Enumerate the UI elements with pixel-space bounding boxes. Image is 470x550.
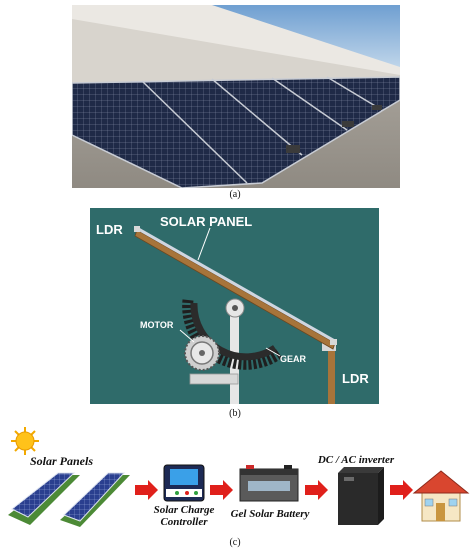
solar-panel-label: SOLAR PANEL	[160, 214, 252, 229]
arrow-icon	[390, 480, 413, 500]
inverter-icon	[338, 467, 384, 525]
solar-panels-label: Solar Panels	[30, 454, 93, 468]
motor-label: MOTOR	[140, 320, 174, 330]
ldr-left-label: LDR	[96, 222, 123, 237]
charge-controller-label-2: Controller	[160, 516, 208, 528]
tracker-diagram: LDR SOLAR PANEL MOTOR GEAR LDR	[90, 208, 379, 404]
arrow-icon	[210, 480, 233, 500]
battery-icon	[239, 465, 299, 502]
caption-c: (c)	[229, 537, 241, 548]
solar-panel-icon	[8, 472, 130, 527]
charge-controller-label-1: Solar Charge	[154, 504, 215, 516]
solar-array-photo	[72, 5, 400, 188]
gear-label: GEAR	[280, 354, 307, 364]
caption-b: (b)	[229, 408, 241, 419]
inverter-label: DC / AC inverter	[317, 454, 395, 466]
motor-icon	[184, 335, 220, 371]
caption-a: (a)	[229, 189, 241, 200]
ldr-right-label: LDR	[342, 371, 369, 386]
arrow-icon	[305, 480, 328, 500]
system-diagram: Solar Panels Solar Charge Controller Gel…	[8, 427, 470, 528]
house-icon	[412, 470, 470, 522]
battery-label: Gel Solar Battery	[231, 508, 310, 520]
charge-controller-icon	[163, 464, 205, 502]
arrow-icon	[135, 480, 158, 500]
sun-icon	[11, 427, 39, 455]
